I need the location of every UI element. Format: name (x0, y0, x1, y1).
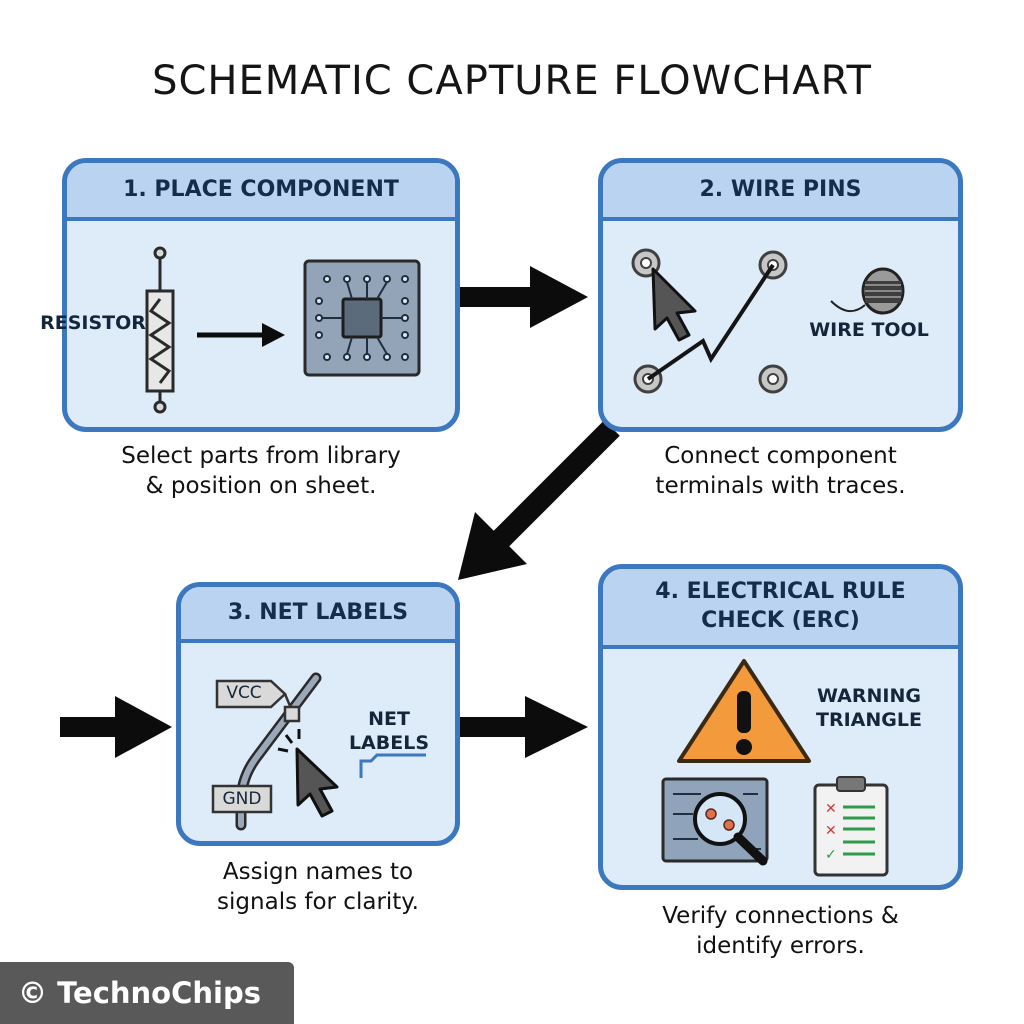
warning-triangle-icon (677, 659, 811, 763)
resistor-label: RESISTOR (40, 312, 146, 334)
arrow-step3-to-step4 (460, 696, 588, 758)
step-net-labels: 3. NET LABELS VCC GND (176, 582, 460, 846)
gnd-tag-icon (211, 784, 273, 814)
step2-caption: Connect component terminals with traces. (655, 443, 906, 499)
arrow-step2-to-step3 (458, 420, 620, 580)
step-header: 3. NET LABELS (181, 587, 455, 643)
chip-icon (303, 259, 421, 377)
step4-caption: Verify connections & identify errors. (662, 903, 899, 959)
wire-tool-label: WIRE TOOL (809, 319, 929, 341)
step-header: 4. ELECTRICAL RULE CHECK (ERC) (603, 569, 958, 649)
step-wire-pins: 2. WIRE PINS (598, 158, 963, 432)
warning-triangle-label: WARNING TRIANGLE (816, 685, 922, 731)
svg-text:✓: ✓ (825, 847, 837, 863)
svg-text:✕: ✕ (825, 801, 837, 817)
arrow-step1-to-step2 (460, 266, 588, 328)
net-label-underline (359, 753, 426, 778)
net-labels-label: NET LABELS (348, 708, 430, 754)
wire-trace (646, 263, 775, 381)
click-burst-icon (277, 729, 301, 753)
pin-icon (758, 364, 788, 394)
step-place-component: 1. PLACE COMPONENT (40, 158, 460, 432)
place-arrow-icon (197, 323, 285, 347)
cursor-icon (295, 747, 339, 818)
step-header: 1. PLACE COMPONENT (67, 163, 455, 221)
step3-caption: Assign names to signals for clarity. (217, 859, 419, 915)
svg-text:✕: ✕ (825, 823, 837, 839)
cursor-icon (651, 267, 697, 342)
copyright-badge: © TechnoChips (0, 962, 294, 1024)
vcc-tag-icon (215, 679, 301, 723)
step1-caption: Select parts from library & position on … (121, 443, 401, 499)
step-electrical-rule-check: 4. ELECTRICAL RULE CHECK (ERC) (598, 564, 963, 890)
step-header: 2. WIRE PINS (603, 163, 958, 221)
circuit-magnifier-icon (661, 777, 769, 866)
wire-spool-icon (830, 267, 905, 315)
arrow-into-step3 (60, 696, 172, 758)
vcc-label: VCC (226, 683, 262, 703)
gnd-label: GND (222, 789, 262, 809)
resistor-icon (145, 246, 175, 414)
page-title: SCHEMATIC CAPTURE FLOWCHART (152, 58, 872, 104)
checklist-icon: ✕ ✕ ✓ (813, 776, 889, 877)
